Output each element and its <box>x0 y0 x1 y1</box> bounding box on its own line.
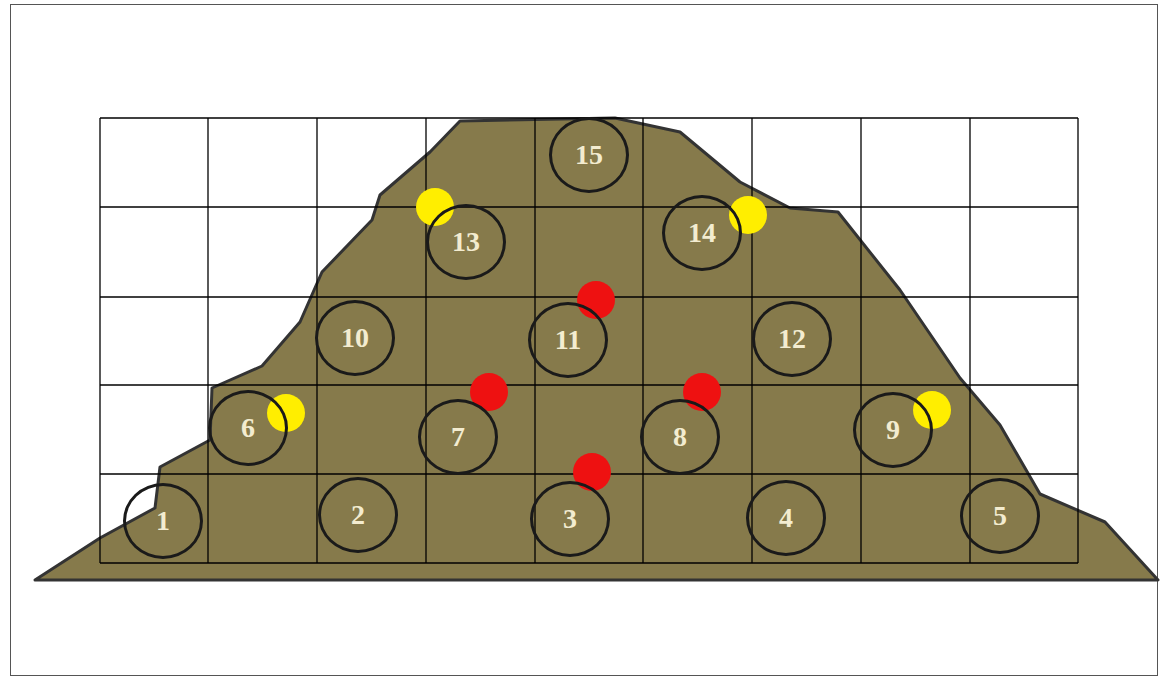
callout-circle: 4 <box>746 480 826 556</box>
callout-circle: 2 <box>318 477 398 553</box>
callout-circle: 13 <box>426 204 506 280</box>
callout-circle: 12 <box>752 301 832 377</box>
callout-number: 7 <box>451 423 465 451</box>
callout-circle: 14 <box>662 195 742 271</box>
yellow-dots <box>267 188 951 432</box>
callout-number: 10 <box>341 324 369 352</box>
red-dots <box>470 281 721 491</box>
callout-circle: 9 <box>853 392 933 468</box>
callout-circle: 1 <box>123 483 203 559</box>
callout-number: 5 <box>993 502 1007 530</box>
callout-number: 1 <box>156 507 170 535</box>
callout-circle: 5 <box>960 478 1040 554</box>
callout-number: 6 <box>241 414 255 442</box>
callout-circle: 8 <box>640 399 720 475</box>
callout-number: 8 <box>673 423 687 451</box>
callout-number: 4 <box>779 504 793 532</box>
callout-circle: 6 <box>208 390 288 466</box>
pile-shape <box>35 118 1158 580</box>
callout-number: 3 <box>563 505 577 533</box>
callout-number: 15 <box>575 141 603 169</box>
callout-number: 13 <box>452 228 480 256</box>
callout-circle: 3 <box>530 481 610 557</box>
callout-number: 14 <box>688 219 716 247</box>
grid <box>100 118 1078 563</box>
callout-circle: 15 <box>549 117 629 193</box>
callout-number: 11 <box>555 326 581 354</box>
callout-number: 2 <box>351 501 365 529</box>
callout-circle: 10 <box>315 300 395 376</box>
callout-circle: 7 <box>418 399 498 475</box>
callout-number: 12 <box>778 325 806 353</box>
callout-number: 9 <box>886 416 900 444</box>
callout-circle: 11 <box>528 302 608 378</box>
